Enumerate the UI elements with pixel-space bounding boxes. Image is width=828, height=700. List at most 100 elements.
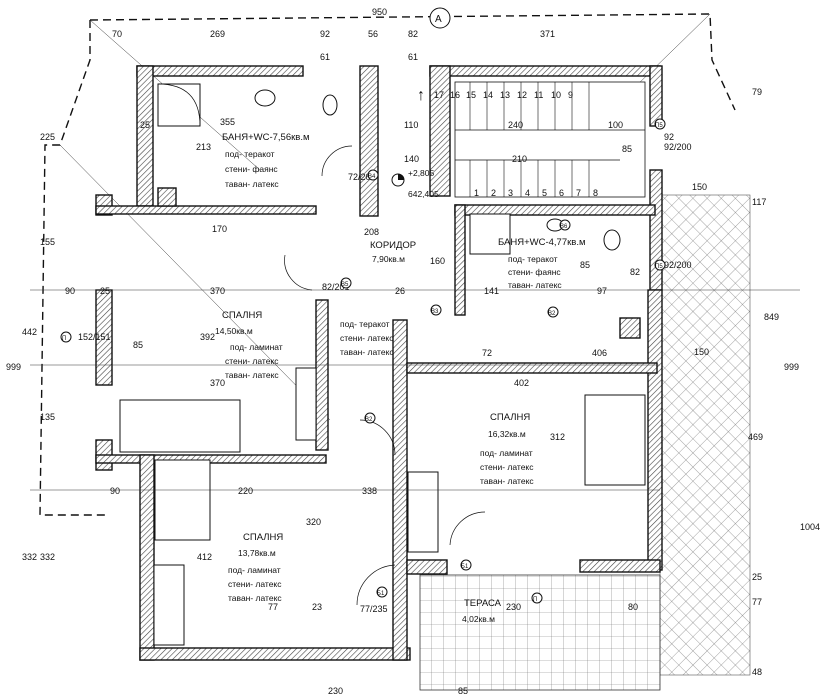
room-finish: таван- латекс <box>225 179 279 189</box>
bed-icon <box>584 394 646 486</box>
stair-number: 12 <box>517 90 527 100</box>
dim-interior: 160 <box>430 256 445 266</box>
dim-left: 442 <box>22 327 37 337</box>
dim-interior: 26 <box>395 286 405 296</box>
window-tag: П <box>62 336 66 342</box>
dim-interior: 100 <box>608 120 623 130</box>
dim-right: 150 <box>694 347 709 357</box>
stair-arrow: ↑ <box>417 87 425 104</box>
room-finish: под- теракот <box>340 319 390 329</box>
stair-number: 16 <box>450 90 460 100</box>
dim-interior: 355 <box>220 117 235 127</box>
room-name: БАНЯ+WC-4,77кв.м <box>498 237 586 248</box>
dim-interior: 213 <box>196 142 211 152</box>
dim-left: 999 <box>6 362 21 372</box>
room-finish: под- ламинат <box>230 342 283 352</box>
room-area: 16,32кв.м <box>488 429 526 439</box>
room-finish: таван- латекс <box>508 280 562 290</box>
opening-label: 92/200 <box>664 260 692 270</box>
opening-label: 77/235 <box>360 604 388 614</box>
dim-interior: 85 <box>622 144 632 154</box>
dim-interior: 210 <box>512 154 527 164</box>
dim-interior: 220 <box>238 486 253 496</box>
dim-top: 82 <box>408 29 418 39</box>
room-terrace: ТЕРАСА 4,02кв.м <box>462 598 502 624</box>
room-area: 14,50кв.м <box>215 326 253 336</box>
dim-left-misc: 25 <box>100 286 110 296</box>
dim-right: 1004 <box>800 522 820 532</box>
dim-interior: 392 <box>200 332 215 342</box>
dim-interior: 72 <box>482 348 492 358</box>
sink-icon <box>254 89 276 107</box>
room-finish: таван- латекс <box>480 476 534 486</box>
room-finish: стени- латекс <box>340 333 394 343</box>
dim-top: 92 <box>320 29 330 39</box>
room-bedroom-2: СПАЛНЯ 16,32кв.м под- ламинат стени- лат… <box>480 412 534 486</box>
walls <box>95 65 663 661</box>
room-name: СПАЛНЯ <box>222 310 262 321</box>
door-tag: В5 <box>341 282 349 288</box>
room-finish: стени- латекс <box>480 462 534 472</box>
dim-interior: 85 <box>133 340 143 350</box>
section-lines <box>30 289 800 491</box>
dim-interior: 110 <box>404 120 418 130</box>
stair-number: 1 <box>474 188 479 198</box>
dim-right: 117 <box>752 197 766 207</box>
room-finish: под- ламинат <box>228 565 281 575</box>
beds <box>119 394 646 541</box>
stair-number: 2 <box>491 188 496 198</box>
dim-top-small: 61 <box>408 52 418 62</box>
dim-right: 92 <box>664 132 674 142</box>
level-relative: +2,805 <box>408 168 435 178</box>
room-finish: под- теракот <box>508 254 558 264</box>
room-finish: стени- фаянс <box>508 267 561 277</box>
dim-interior: 140 <box>404 154 419 164</box>
dim-interior: 370 <box>210 286 225 296</box>
dim-right: 48 <box>752 667 762 677</box>
dim-interior: 240 <box>508 120 523 130</box>
level-marker: +2,805 642,405 <box>391 168 439 199</box>
opening-label: 82/201 <box>322 282 350 292</box>
dim-top: 269 <box>210 29 225 39</box>
dim-left-misc: 90 <box>65 286 75 296</box>
axis-label: A <box>435 14 442 25</box>
stair-number: 15 <box>466 90 476 100</box>
door-tag: Б1 <box>461 564 469 570</box>
stair-number: 11 <box>534 90 543 100</box>
roof-hatch-area <box>659 194 751 676</box>
opening-labels: 72/201 92/200 92/200 82/201 152/151 77/2… <box>78 142 692 614</box>
room-finish: таван- латекс <box>228 593 282 603</box>
wardrobe-icon <box>153 564 185 646</box>
room-bath-1: БАНЯ+WC-7,56кв.м под- теракот стени- фая… <box>222 132 310 189</box>
room-bedroom-3: СПАЛНЯ 13,78кв.м под- ламинат стени- лат… <box>228 532 283 603</box>
dim-right: 849 <box>764 312 779 322</box>
stair-number: 6 <box>559 188 564 198</box>
stair-number: 14 <box>483 90 493 100</box>
dim-right: 80 <box>628 602 638 612</box>
dim-interior: 23 <box>312 602 322 612</box>
dim-interior: 170 <box>212 224 227 234</box>
dim-right: 79 <box>752 87 762 97</box>
door-tag: П5 <box>655 264 663 270</box>
room-name: СПАЛНЯ <box>490 412 530 423</box>
dim-interior: 320 <box>306 517 321 527</box>
room-finish: под- ламинат <box>480 448 533 458</box>
room-name: СПАЛНЯ <box>243 532 283 543</box>
toilet-icon <box>603 229 621 251</box>
stair-number: 13 <box>500 90 510 100</box>
dim-right: 25 <box>752 572 762 582</box>
dim-left: 225 <box>40 132 55 142</box>
room-name: ТЕРАСА <box>464 598 502 609</box>
dim-interior: 77 <box>268 602 278 612</box>
level-absolute: 642,405 <box>408 189 439 199</box>
dim-left-misc: 25 <box>140 120 150 130</box>
dim-right: 150 <box>692 182 707 192</box>
door-tag: В3 <box>431 309 439 315</box>
bed-icon <box>154 459 211 541</box>
room-finish: таван- латекс <box>340 347 394 357</box>
dim-interior: 412 <box>197 552 212 562</box>
dim-interior: 312 <box>550 432 565 442</box>
room-finish: стени- фаянс <box>225 164 278 174</box>
stair-number: 4 <box>525 188 530 198</box>
